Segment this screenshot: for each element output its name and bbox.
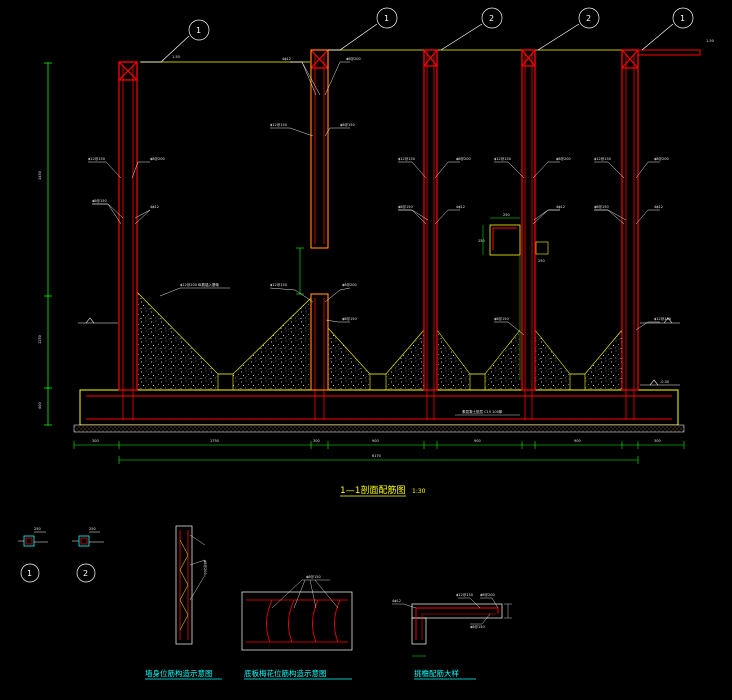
details-1-2: 250 1 250 2 (18, 527, 104, 583)
small-box-dims (296, 247, 304, 295)
dim-label: 300 (654, 439, 661, 443)
rebar-labels: ϕ12@150 ϕ8@200 ϕ8@150 4ϕ12 4ϕ12 ϕ8@200 ϕ… (88, 57, 671, 321)
rebar-label: 4ϕ12 (150, 205, 159, 209)
bottom-dimensions (73, 441, 685, 464)
dim-label: 900 (474, 439, 481, 443)
rebar-label: ϕ8@200 (342, 283, 357, 287)
section-title: 1—1剖面配筋图 (340, 484, 405, 496)
rebar-leaders (88, 61, 660, 336)
axis-tag-5: 1 (680, 14, 685, 23)
main-section: 1450 1250 400 1.50 1.50 (38, 7, 714, 497)
base-slab (79, 389, 679, 426)
base-subtitle: 底板梅花位筋构造示意图 (244, 668, 327, 678)
rebar-label: ϕ12@150 (270, 123, 287, 127)
rebar-label: ϕ12@150 (88, 157, 105, 161)
rebar-label: ϕ8@200 (556, 157, 571, 161)
dim-label: 900 (372, 439, 379, 443)
axis-tags (141, 7, 694, 63)
dim-label: 1750 (210, 439, 219, 443)
rebar-label: ϕ8@200 (346, 57, 361, 61)
overhang-label: ϕ8@200 (480, 593, 495, 597)
top-elev-label-right: 1.50 (706, 39, 714, 43)
overhang-detail: 4ϕ12 ϕ12@150 ϕ8@200 ϕ8@150 挑檐配筋大样 (392, 593, 512, 680)
rebar-label: ϕ8@150 (494, 317, 509, 321)
rebar-label: ϕ8@150 (342, 317, 357, 321)
wall-rebar-label: ϕ8@200 (203, 560, 207, 575)
ground-markers (78, 317, 680, 386)
dim-label: 300 (92, 439, 99, 443)
axis-tag-2: 1 (384, 14, 389, 23)
top-elev-label: 1.50 (172, 55, 180, 59)
wall-subtitle: 墙身位筋构造示意图 (145, 668, 213, 678)
overhang-label: 4ϕ12 (392, 599, 401, 603)
rebar-label: ϕ12@150 (494, 157, 511, 161)
hopper-outlines (136, 291, 623, 391)
dim-label: 900 (574, 439, 581, 443)
rebar-label: ϕ8@150 (594, 205, 609, 209)
section-box (482, 217, 549, 380)
height-dimension (44, 62, 52, 426)
rebar-label: 4ϕ12 (556, 205, 565, 209)
box-dim-small: 250 (538, 259, 545, 263)
rebar-label: 4ϕ12 (654, 205, 663, 209)
overall-dim-label: 6170 (372, 454, 381, 458)
height-dim-1: 1450 (38, 171, 42, 180)
overhang-subtitle: 挑檐配筋大样 (414, 668, 459, 678)
axis-tag-4: 2 (586, 14, 591, 23)
overhang-label: ϕ8@150 (470, 625, 485, 629)
box-dim-left: 250 (478, 239, 485, 243)
rebar-label: ϕ12@150 (270, 283, 287, 287)
detail-2-circle: 2 (83, 569, 88, 578)
rebar-label: ϕ12@150 (654, 317, 671, 321)
rebar-label: 4ϕ12 (456, 205, 465, 209)
detail-1-dim: 250 (34, 527, 41, 531)
base-note: 素混凝土垫层 C15 100厚 (462, 409, 503, 414)
detail-2-dim: 250 (89, 527, 96, 531)
rebar-label: ϕ8@200 (654, 157, 669, 161)
axis-tag-1: 1 (196, 26, 201, 35)
overhang-label: ϕ12@150 (456, 593, 473, 597)
rebar-label: ϕ12@150 (594, 157, 611, 161)
pit-note: ϕ12@200 纵筋锚入基础 (180, 282, 220, 287)
base-bedding (73, 424, 685, 433)
rebar-label: ϕ12@150 (398, 157, 415, 161)
columns (118, 49, 639, 420)
base-detail: ϕ8@150 底板梅花位筋构造示意图 (241, 575, 353, 680)
detail-1-circle: 1 (27, 569, 32, 578)
axis-tag-3: 2 (489, 14, 494, 23)
wall-detail: ϕ8@200 墙身位筋构造示意图 (145, 525, 222, 680)
rebar-label: 4ϕ12 (282, 57, 291, 61)
hopper-fill (137, 292, 622, 390)
dim-label: 300 (313, 439, 320, 443)
overhang (637, 49, 701, 56)
base-rebar-label: ϕ8@150 (306, 575, 321, 579)
height-dim-2: 1250 (38, 335, 42, 344)
section-scale: 1:30 (412, 488, 426, 495)
bottom-dim-labels: 300 1750 300 900 900 900 300 6170 (92, 439, 661, 458)
box-dim-top: 250 (503, 213, 510, 217)
rebar-label: ϕ8@200 (150, 157, 165, 161)
rebar-label: ϕ8@150 (398, 205, 413, 209)
rebar-label: ϕ8@150 (92, 199, 107, 203)
ground-elev-label: -0.30 (660, 380, 669, 384)
rebar-label: ϕ8@150 (340, 123, 355, 127)
height-dim-3: 400 (38, 402, 42, 409)
rebar-label: ϕ8@200 (456, 157, 471, 161)
